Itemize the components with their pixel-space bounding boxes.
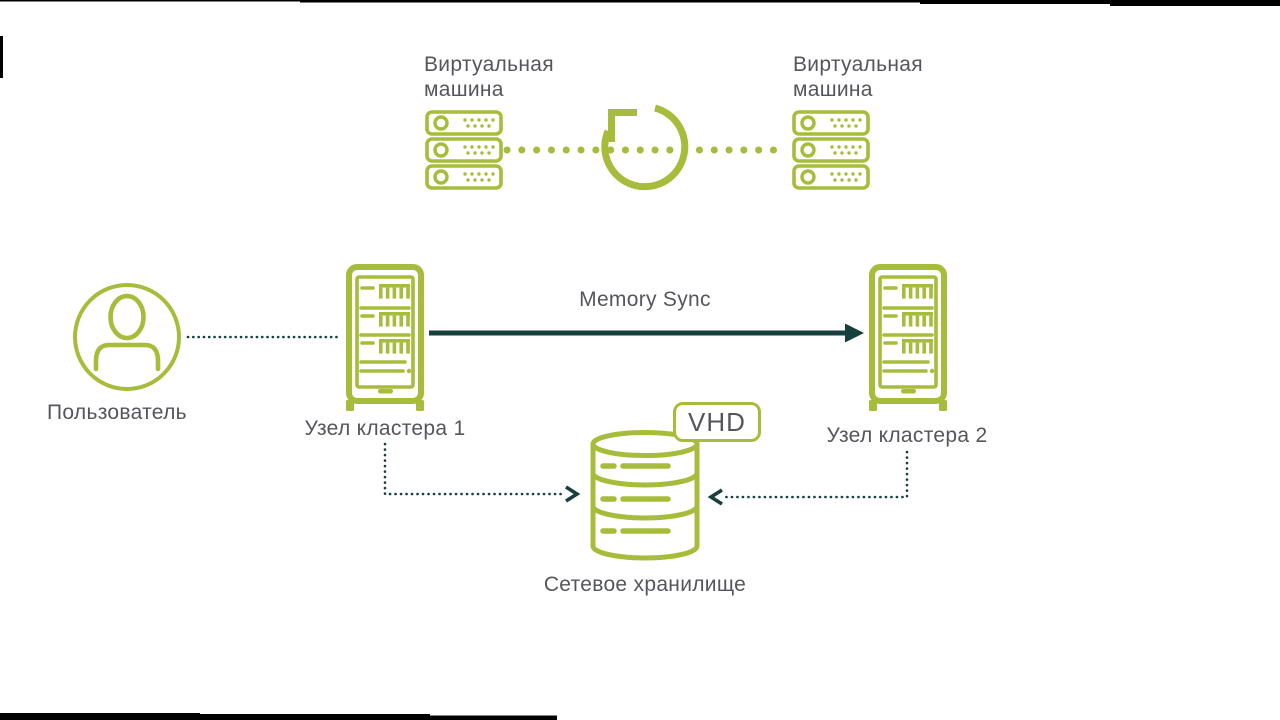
vm-right-server-stack-icon (792, 110, 870, 190)
node2-to-storage-dotted-arrow (707, 450, 909, 506)
database-cylinder-icon (590, 430, 700, 561)
storage-label: Сетевое хранилище (543, 573, 747, 596)
node1-label: Узел кластера 1 (304, 417, 466, 440)
node1-to-storage-dotted-arrow (383, 442, 581, 503)
left-edge-artifact (0, 36, 3, 78)
circular-sync-arrow-icon (601, 104, 689, 191)
vhd-label: VHD (688, 406, 746, 437)
vhd-badge: VHD (673, 402, 761, 442)
node2-label: Узел кластера 2 (826, 424, 988, 447)
node1-server-rack-icon (346, 267, 424, 411)
top-letterbox-artifact (0, 0, 1280, 6)
user-label: Пользователь (47, 401, 187, 424)
node2-server-rack-icon (869, 267, 947, 411)
vm-left-label: Виртуальная машина (424, 53, 554, 101)
bottom-letterbox-artifact (0, 713, 557, 720)
vm-left-server-stack-icon (425, 110, 503, 190)
memory-sync-arrow (429, 323, 864, 343)
vm-right-label: Виртуальная машина (793, 53, 923, 101)
memory-sync-label: Memory Sync (579, 288, 711, 311)
user-avatar-icon (73, 283, 181, 391)
